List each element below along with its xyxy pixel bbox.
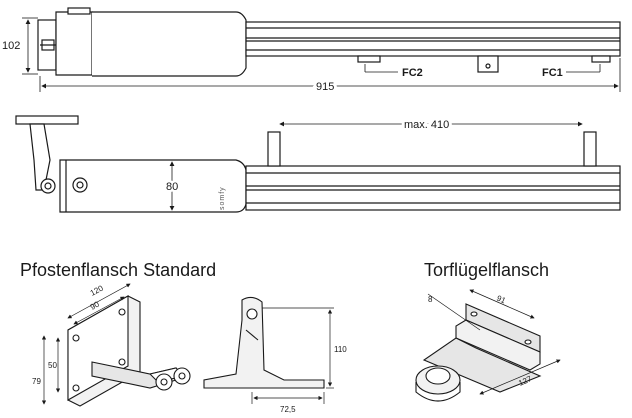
top-height-label: 102 xyxy=(2,40,20,52)
limit-switch-fc2 xyxy=(357,55,381,63)
fc1-label: FC1 xyxy=(542,67,563,79)
dim-8: 8 xyxy=(428,295,433,304)
dim-110: 110 xyxy=(334,345,347,354)
post-flange-iso xyxy=(67,295,191,407)
dim-79: 79 xyxy=(32,377,41,386)
side-height-label: 80 xyxy=(166,181,178,193)
limit-switch-fc1 xyxy=(591,55,611,63)
side-bracket-plate xyxy=(15,115,79,125)
profile-dims xyxy=(251,307,334,404)
dim-72-5: 72,5 xyxy=(280,405,296,414)
gate-flange-dims xyxy=(427,289,561,395)
side-view-drawing xyxy=(15,115,621,213)
top-motor-body xyxy=(55,11,93,76)
fc2-label: FC2 xyxy=(402,67,423,79)
top-dimensions xyxy=(22,17,621,92)
max-travel-label: max. 410 xyxy=(404,119,449,131)
brand-logo: somfy xyxy=(219,186,226,210)
top-length-label: 915 xyxy=(316,81,334,93)
post-flange-profile xyxy=(203,296,325,389)
top-view-drawing xyxy=(37,7,621,77)
stop-block-right xyxy=(583,131,597,167)
side-dimensions xyxy=(169,121,583,211)
dim-91: 91 xyxy=(495,294,507,306)
post-flange-title: Pfostenflansch Standard xyxy=(20,260,216,280)
dim-120: 120 xyxy=(89,283,105,297)
stop-block-left xyxy=(267,131,281,167)
top-arm xyxy=(245,21,621,57)
post-flange-dims xyxy=(41,283,131,405)
dim-50: 50 xyxy=(48,361,57,370)
gate-flange-title: Torflügelflansch xyxy=(424,260,549,280)
